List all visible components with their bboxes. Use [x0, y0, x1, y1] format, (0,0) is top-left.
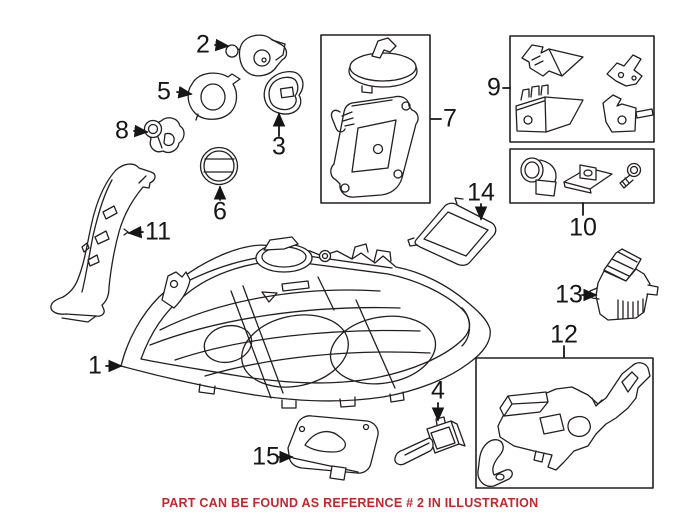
- callout-label-5: 5: [157, 77, 171, 106]
- box-9-frame: [510, 36, 654, 142]
- callout-label-15: 15: [252, 442, 280, 471]
- callout-label-13: 13: [555, 280, 583, 309]
- reference-note: PART CAN BE FOUND AS REFERENCE # 2 IN IL…: [161, 496, 539, 510]
- callout-label-10: 10: [569, 213, 597, 242]
- callout-label-9: 9: [487, 73, 501, 102]
- callout-arrow-11: [127, 225, 143, 239]
- part-13-connector-drawing: [590, 249, 658, 320]
- box-12-frame: [476, 358, 653, 488]
- callout-label-8: 8: [115, 116, 129, 145]
- part-4-bulb-drawing: [395, 417, 465, 465]
- part-1-headlight-assembly-drawing: [121, 237, 490, 408]
- part-6-round-cap-drawing: [201, 148, 238, 185]
- part-12-mounting-bracket-drawing: [478, 363, 650, 487]
- callout-label-4: 4: [431, 376, 445, 405]
- part-3-cover-cap-drawing: [264, 72, 303, 114]
- box-10-frame: [510, 149, 654, 203]
- callout-label-3: 3: [272, 132, 286, 161]
- part-14-control-unit-drawing: [408, 198, 496, 265]
- part-11-trim-panel-drawing: [51, 164, 155, 322]
- part-15-control-module-drawing: [288, 416, 378, 480]
- part-8-sensor-drawing: [145, 118, 185, 153]
- part-9-bracket-set-drawing: [516, 45, 653, 132]
- part-10-hardware-set-drawing: [521, 158, 641, 196]
- callout-label-1: 1: [88, 351, 102, 380]
- callout-label-6: 6: [213, 197, 227, 226]
- part-7-led-module-drawing: [331, 38, 418, 197]
- callout-label-14: 14: [467, 178, 495, 207]
- part-2-bulb-socket-drawing: [226, 35, 287, 76]
- callout-arrow-8: [134, 124, 149, 138]
- callout-arrow-5: [177, 85, 193, 99]
- callout-label-12: 12: [550, 320, 578, 349]
- callout-label-11: 11: [145, 217, 171, 246]
- callout-label-7: 7: [443, 104, 457, 133]
- callout-arrows: [106, 38, 598, 464]
- part-5-retaining-ring-drawing: [188, 73, 240, 120]
- callout-arrow-2: [215, 38, 230, 52]
- callout-label-2: 2: [196, 30, 210, 59]
- box-7-frame: [321, 35, 430, 203]
